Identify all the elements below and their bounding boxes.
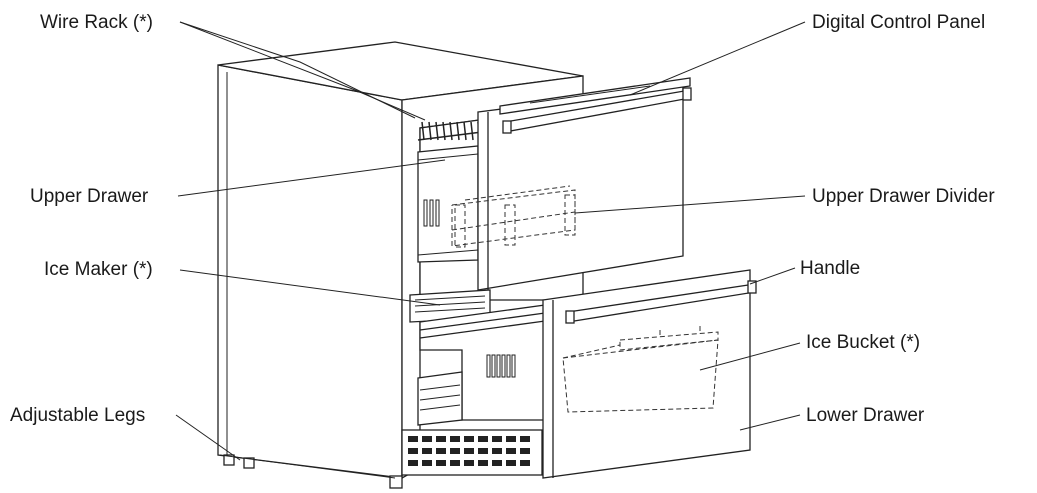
upper-drawer-front [478,78,691,290]
label-ice-bucket: Ice Bucket (*) [806,332,920,354]
lower-drawer-front [543,270,756,478]
label-wire-rack: Wire Rack (*) [40,12,153,34]
lower-drawer-box [418,305,545,425]
base-grille [408,436,530,466]
label-lower-drawer: Lower Drawer [806,405,924,427]
label-ice-maker: Ice Maker (*) [44,259,153,281]
label-adjustable-legs: Adjustable Legs [10,405,145,427]
label-upper-drawer-divider: Upper Drawer Divider [812,186,995,208]
label-handle: Handle [800,258,860,280]
label-digital-control-panel: Digital Control Panel [812,12,985,34]
label-upper-drawer: Upper Drawer [30,186,148,208]
upper-drawer-box [418,146,478,262]
